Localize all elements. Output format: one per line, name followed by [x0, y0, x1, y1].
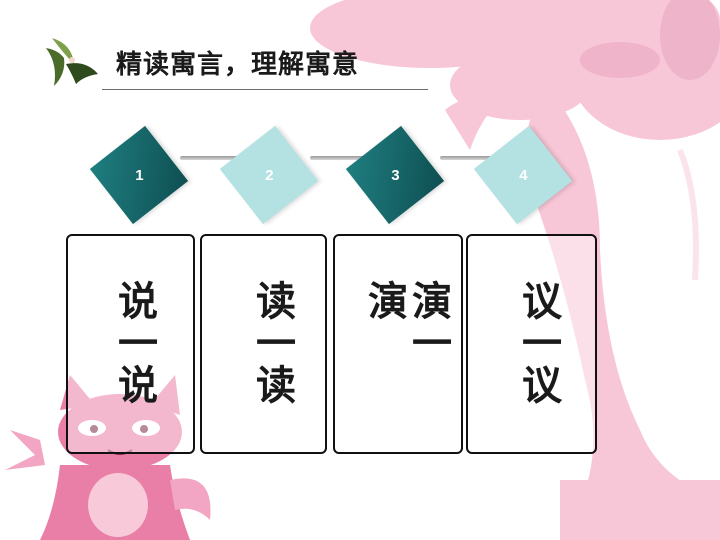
step-4-label: 议一议 — [515, 280, 561, 406]
step-4-card[interactable] — [466, 234, 597, 454]
step-1-card[interactable] — [66, 234, 195, 454]
step-2-label: 读一读 — [249, 280, 295, 406]
fairy-icon — [46, 38, 98, 86]
step-3-card[interactable] — [333, 234, 463, 454]
step-1-number: 1 — [134, 166, 144, 184]
step-2-card[interactable] — [200, 234, 327, 454]
step-connector — [440, 156, 500, 160]
step-3-number: 3 — [390, 166, 400, 184]
step-4-number: 4 — [518, 166, 528, 184]
pink-fox-illustration — [5, 375, 211, 540]
title-divider — [102, 89, 428, 90]
step-3-label-text: 演一演 — [361, 280, 451, 364]
step-connector — [310, 156, 370, 160]
step-1-label: 说一说 — [111, 280, 157, 406]
step-connector — [180, 156, 240, 160]
step-3-label: 演一演 — [340, 280, 451, 380]
step-2-number: 2 — [264, 166, 274, 184]
page-title: 精读寓言，理解寓意 — [116, 50, 360, 80]
